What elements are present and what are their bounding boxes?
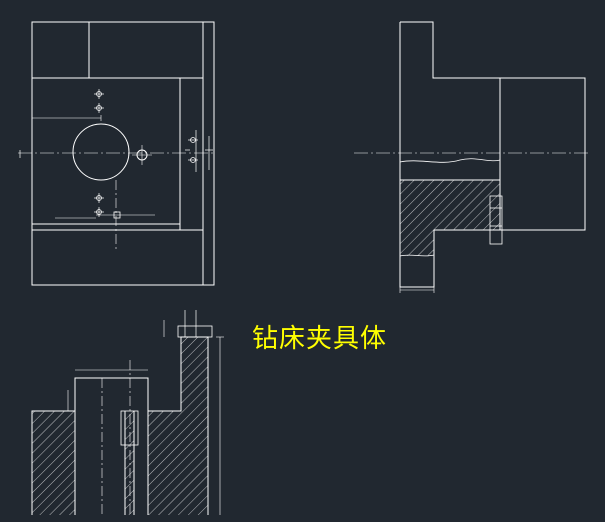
- section-view-bushing: [120, 410, 139, 446]
- front-view-outline: [31, 21, 215, 286]
- front-view-bore-circle: [72, 123, 130, 181]
- side-view-break-line: [399, 158, 501, 163]
- front-view: [18, 21, 215, 286]
- section-view: [31, 310, 224, 515]
- drawing-title: 钻床夹具体: [252, 324, 388, 354]
- section-view-hatch-right: [148, 411, 208, 515]
- section-view-clamp-head: [177, 325, 213, 338]
- section-view-hatch-left: [32, 411, 75, 515]
- side-view-bushing: [489, 195, 503, 245]
- front-view-small-hole-marks: [19, 89, 213, 217]
- side-view-section-hatch: [400, 180, 500, 230]
- side-view-outline: [399, 21, 586, 288]
- side-view: [354, 21, 590, 293]
